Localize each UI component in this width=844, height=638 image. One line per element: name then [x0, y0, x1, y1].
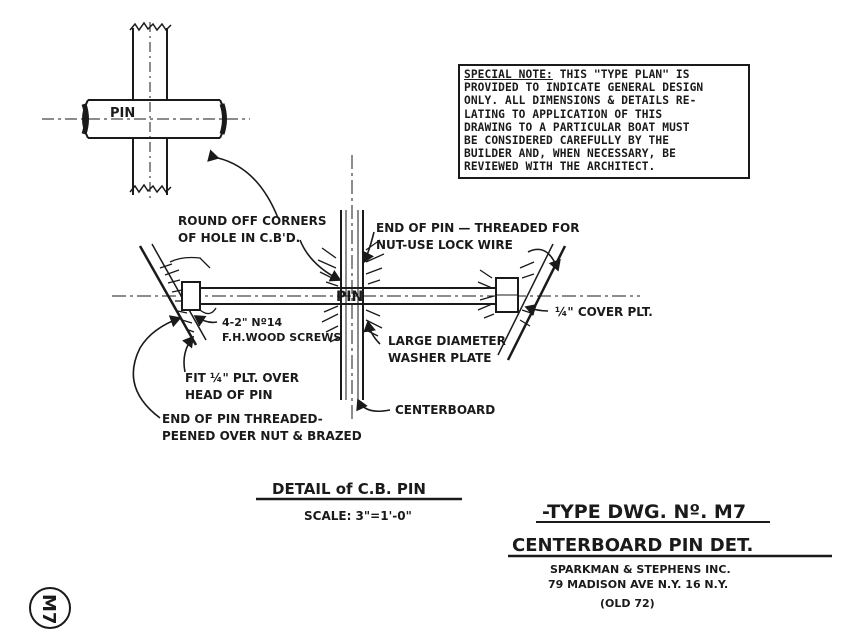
label-round-off-1: ROUND OFF CORNERS [178, 214, 327, 228]
leader-peened [132, 315, 182, 419]
inset-pin-label: PIN [110, 106, 135, 121]
type-dwg-number: -TYPE DWG. Nº. M7 [542, 501, 746, 523]
special-note-box: SPECIAL NOTE: THIS "TYPE PLAN" IS PROVID… [458, 64, 750, 179]
main-pin-label: PIN [336, 289, 363, 305]
leader-round-off [207, 149, 279, 219]
label-washer-2: WASHER PLATE [388, 351, 491, 365]
company-name: SPARKMAN & STEPHENS INC. [550, 563, 731, 576]
label-fit-1: FIT ¼" PLT. OVER [185, 371, 299, 385]
detail-title: DETAIL of C.B. PIN [272, 480, 426, 498]
leader-washer [363, 320, 381, 345]
label-cover-plate: ¼" COVER PLT. [555, 305, 653, 319]
leader-centerboard [356, 398, 391, 413]
label-washer-1: LARGE DIAMETER [388, 334, 506, 348]
special-note-text: THIS "TYPE PLAN" IS [552, 68, 690, 81]
old-reference: (OLD 72) [600, 597, 655, 610]
label-peened-1: END OF PIN THREADED- [162, 412, 323, 426]
inset-pin-detail [42, 21, 250, 198]
sheet-stamp: M7 [29, 587, 71, 629]
label-end-pin-1: END OF PIN — THREADED FOR [376, 221, 580, 235]
drawing-title: CENTERBOARD PIN DET. [512, 535, 753, 556]
label-peened-2: PEENED OVER NUT & BRAZED [162, 429, 362, 443]
special-note-line: REVIEWED WITH THE ARCHITECT. [464, 160, 656, 174]
label-end-pin-2: NUT-USE LOCK WIRE [376, 238, 513, 252]
company-address: 79 MADISON AVE N.Y. 16 N.Y. [548, 578, 728, 591]
stamp-label: M7 [38, 594, 59, 624]
special-note-line: PROVIDED TO INDICATE GENERAL DESIGN [464, 81, 704, 95]
leader-screws [193, 315, 218, 327]
special-note-line: DRAWING TO A PARTICULAR BOAT MUST [464, 120, 690, 134]
label-round-off-2: OF HOLE IN C.B'D. [178, 231, 300, 245]
special-note-line: LATING TO APPLICATION OF THIS [464, 107, 663, 121]
special-note-line: SPECIAL NOTE: THIS "TYPE PLAN" IS [464, 68, 744, 81]
special-note-line: BUILDER AND, WHEN NECESSARY, BE [464, 147, 676, 161]
label-screws-2: F.H.WOOD SCREWS [222, 331, 341, 344]
label-fit-2: HEAD OF PIN [185, 388, 273, 402]
special-note-line: BE CONSIDERED CAREFULLY BY THE [464, 134, 670, 148]
leader-lock-wire [527, 248, 561, 272]
special-note-heading: SPECIAL NOTE: [464, 68, 553, 81]
leader-hole [299, 239, 342, 282]
special-note-line: ONLY. ALL DIMENSIONS & DETAILS RE- [464, 94, 697, 108]
leader-cover-plate [524, 303, 549, 317]
scale-label: SCALE: 3"=1'-0" [304, 509, 412, 523]
label-screws-1: 4-2" Nº14 [222, 316, 282, 329]
leader-end-pin [362, 231, 375, 264]
label-centerboard: CENTERBOARD [395, 403, 495, 417]
leader-fit-plate [182, 335, 194, 373]
